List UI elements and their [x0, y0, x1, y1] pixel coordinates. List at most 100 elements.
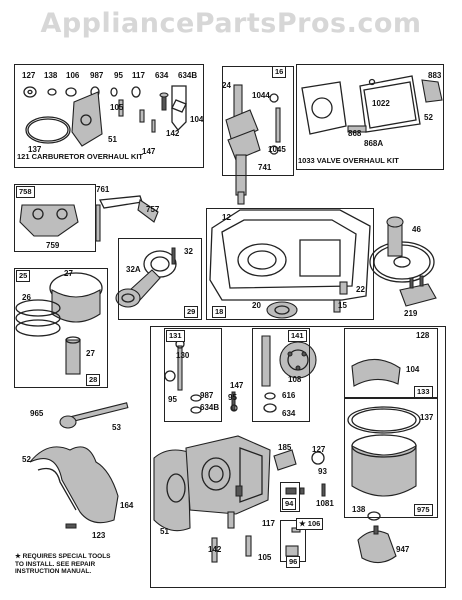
- engine-block-box: [206, 208, 374, 320]
- air-cleaner-box: [344, 398, 438, 518]
- label-987: 987: [90, 71, 104, 80]
- label-12: 12: [222, 213, 231, 222]
- label-96: 96: [286, 556, 301, 568]
- label-15: 15: [338, 301, 347, 310]
- label-133: 133: [414, 386, 433, 398]
- pump-box: [252, 328, 310, 422]
- connecting-rod-box: [118, 238, 202, 320]
- label-137-cleaner: 137: [420, 413, 434, 422]
- label-147: 147: [142, 147, 156, 156]
- label-95: 95: [114, 71, 123, 80]
- label-16: 16: [272, 66, 287, 78]
- governor-crank: [399, 275, 437, 307]
- crankshaft-box: [222, 66, 294, 176]
- engine-block: [209, 209, 371, 319]
- watermark: AppliancePartsPros.com: [40, 8, 422, 39]
- carburetor-kit-caption: 121 CARBURETOR OVERHAUL KIT: [17, 152, 143, 161]
- label-219: 219: [404, 309, 418, 318]
- valve-overhaul-kit-box: [296, 64, 444, 170]
- label-128: 128: [416, 331, 430, 340]
- label-634b: 634B: [178, 71, 198, 80]
- label-138: 138: [44, 71, 58, 80]
- label-27-bottom: 27: [86, 349, 95, 358]
- label-93: 93: [318, 467, 327, 476]
- label-127-carb: 127: [312, 445, 326, 454]
- label-52: 52: [424, 113, 433, 122]
- label-20: 20: [252, 301, 261, 310]
- intake-parts: [29, 402, 129, 529]
- label-28: 28: [86, 374, 101, 386]
- label-106-special: ★ 106: [296, 518, 324, 530]
- float-bowl-box: [344, 328, 438, 398]
- label-137: 137: [28, 145, 42, 154]
- label-965: 965: [30, 409, 44, 418]
- label-1081: 1081: [316, 499, 334, 508]
- valve-kit-parts: [301, 75, 443, 135]
- label-185: 185: [278, 443, 292, 452]
- connecting-rod: [115, 247, 177, 308]
- carburetor-body: [153, 391, 325, 563]
- label-138-cleaner: 138: [352, 505, 366, 514]
- label-987-choke: 987: [200, 391, 214, 400]
- label-1044: 1044: [252, 91, 270, 100]
- carburetor-overhaul-kit-box: [14, 64, 204, 168]
- label-106: 106: [66, 71, 80, 80]
- label-105-carb: 105: [258, 553, 272, 562]
- label-634-pump: 634: [282, 409, 296, 418]
- label-975: 975: [414, 504, 433, 516]
- label-32: 32: [184, 247, 193, 256]
- label-117: 117: [132, 71, 145, 80]
- choke-box: [164, 328, 222, 422]
- label-761: 761: [96, 185, 110, 194]
- label-131: 131: [166, 330, 185, 342]
- jet-box: [280, 482, 300, 512]
- label-25: 25: [16, 270, 31, 282]
- label-616: 616: [282, 391, 296, 400]
- label-147-carb: 147: [230, 381, 244, 390]
- label-142: 142: [166, 129, 180, 138]
- label-108: 108: [288, 375, 302, 384]
- special-tools-note: ★ REQUIRES SPECIAL TOOLS TO INSTALL. SEE…: [15, 553, 111, 575]
- air-cleaner-parts: [347, 358, 421, 564]
- label-127: 127: [22, 71, 36, 80]
- label-32a: 32A: [126, 265, 141, 274]
- label-18: 18: [212, 306, 227, 318]
- label-1022: 1022: [372, 99, 390, 108]
- label-29: 29: [184, 306, 199, 318]
- label-634: 634: [155, 71, 169, 80]
- piston-rings: [15, 272, 103, 375]
- label-634b-choke: 634B: [200, 403, 220, 412]
- label-46: 46: [412, 225, 421, 234]
- label-947: 947: [396, 545, 410, 554]
- label-51-carb: 51: [160, 527, 169, 536]
- label-94: 94: [282, 498, 297, 510]
- carburetor-assembly-box: [150, 326, 446, 588]
- label-53: 53: [112, 423, 121, 432]
- label-142-carb: 142: [208, 545, 222, 554]
- label-759: 759: [46, 241, 60, 250]
- label-868: 868: [348, 129, 362, 138]
- label-868a: 868A: [364, 139, 384, 148]
- label-757: 757: [146, 205, 160, 214]
- label-24: 24: [222, 81, 231, 90]
- label-130: 130: [176, 351, 190, 360]
- label-117-carb: 117: [262, 519, 275, 528]
- label-883: 883: [428, 71, 442, 80]
- label-123: 123: [92, 531, 106, 540]
- label-741: 741: [258, 163, 272, 172]
- choke-parts: [164, 335, 317, 414]
- label-104: 104: [190, 115, 204, 124]
- carb-kit-parts: [23, 85, 187, 147]
- label-95-carb: 95: [228, 393, 237, 402]
- label-27-top: 27: [64, 269, 73, 278]
- label-164: 164: [120, 501, 134, 510]
- label-95-choke: 95: [168, 395, 177, 404]
- label-22: 22: [356, 285, 365, 294]
- piston-box: [14, 268, 108, 388]
- label-141: 141: [288, 330, 307, 342]
- lever-parts: [19, 195, 159, 242]
- label-51: 51: [108, 135, 117, 144]
- lever-box: [14, 184, 96, 252]
